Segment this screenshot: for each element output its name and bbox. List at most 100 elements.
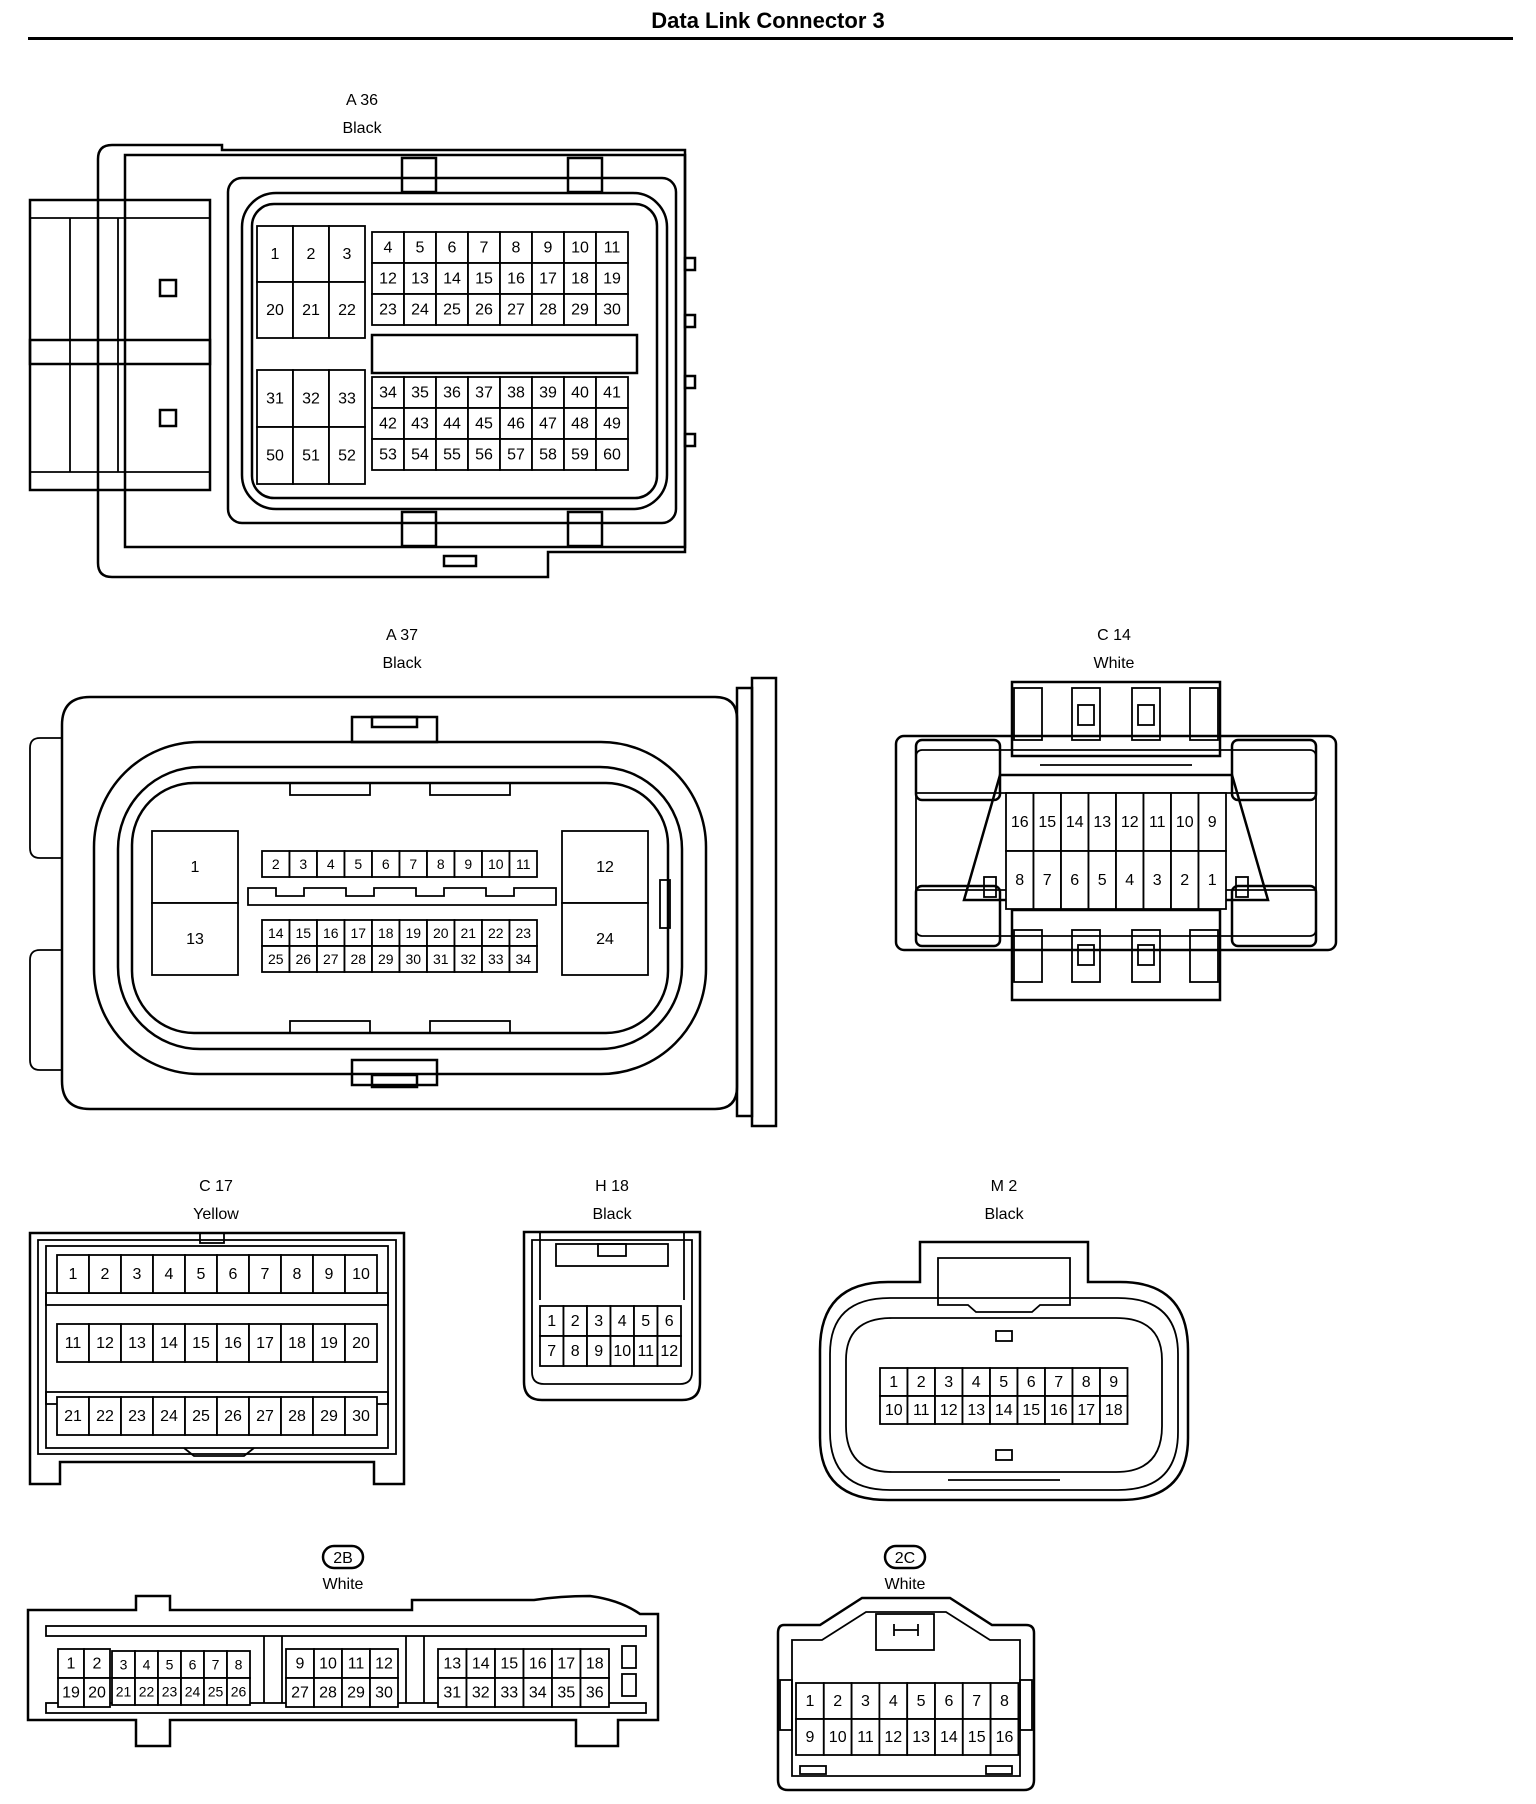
pin-number: 34 [515, 951, 531, 967]
pin-number: 24 [411, 302, 429, 319]
pin-number: 4 [618, 1313, 627, 1330]
pin-cell [878, 1718, 909, 1756]
pin-number: 10 [571, 240, 589, 257]
pin-cell [288, 850, 318, 878]
pin-number: 28 [350, 951, 366, 967]
pin-number: 48 [571, 416, 589, 433]
connector-housing [29, 676, 778, 1128]
pin-number: 36 [443, 385, 461, 402]
pin-number: 4 [1125, 872, 1134, 889]
connector-code: A 37 [386, 627, 418, 644]
pin-number: 5 [166, 1657, 174, 1673]
pin-number: 58 [539, 447, 557, 464]
pin-number: 29 [320, 1408, 338, 1425]
pin-number: 11 [604, 240, 621, 257]
pin-number: 13 [128, 1335, 146, 1352]
pin-number: 14 [472, 1656, 490, 1673]
pin-number: 20 [352, 1335, 370, 1352]
pin-number: 13 [186, 931, 204, 948]
pin-cell [906, 1395, 936, 1425]
pin-cell [595, 231, 629, 264]
pin-number: 12 [884, 1729, 902, 1746]
pin-number: 1 [69, 1266, 78, 1283]
pin-cell [934, 1395, 964, 1425]
pin-number: 4 [384, 240, 393, 257]
pin-number: 11 [913, 1402, 930, 1419]
pin-number: 20 [266, 302, 284, 319]
pin-number: 3 [343, 246, 352, 263]
pin-cell [531, 293, 565, 326]
pin-cell [435, 231, 469, 264]
pin-cell [398, 945, 428, 973]
pin-number: 19 [320, 1335, 338, 1352]
pin-number: 15 [968, 1729, 986, 1746]
connector-code: 2B [333, 1550, 353, 1567]
pin-cell [285, 1677, 315, 1708]
pin-number: 14 [995, 1402, 1013, 1419]
connector-code: A 36 [346, 92, 378, 109]
pin-number: 28 [319, 1685, 337, 1702]
pin-number: 30 [352, 1408, 370, 1425]
pin-number: 17 [256, 1335, 274, 1352]
pin-cell [1060, 792, 1090, 852]
pin-cell [371, 945, 401, 973]
pin-number: 2 [101, 1266, 110, 1283]
pin-number: 13 [1093, 814, 1111, 831]
pin-number: 56 [475, 447, 493, 464]
pin-number: 15 [192, 1335, 210, 1352]
connector-housing [522, 1230, 702, 1402]
pin-cell [312, 1396, 346, 1436]
pin-number: 10 [352, 1266, 370, 1283]
pin-number: 3 [1153, 872, 1162, 889]
pin-cell [508, 945, 538, 973]
pin-cell [1087, 850, 1117, 910]
pin-number: 7 [547, 1343, 556, 1360]
pin-cell [989, 1718, 1020, 1756]
connector-color: White [323, 1576, 364, 1593]
pin-number: 53 [379, 447, 397, 464]
pin-number: 27 [507, 302, 525, 319]
pin-number: 11 [857, 1729, 874, 1746]
pin-number: 15 [1038, 814, 1056, 831]
pin-number: 42 [379, 416, 397, 433]
pin-number: 9 [805, 1729, 814, 1746]
pin-number: 17 [557, 1656, 575, 1673]
pin-number: 32 [302, 391, 320, 408]
pin-cell [371, 850, 401, 878]
pin-number: 18 [1105, 1402, 1123, 1419]
pin-number: 3 [861, 1693, 870, 1710]
pin-cell [328, 369, 366, 428]
pin-cell [313, 1677, 343, 1708]
pin-cell [561, 830, 649, 904]
pin-cell [961, 1395, 991, 1425]
pin-number: 14 [940, 1729, 958, 1746]
pin-number: 16 [507, 271, 525, 288]
pin-cell [1032, 792, 1062, 852]
pin-cell [426, 850, 456, 878]
pin-cell [369, 1677, 399, 1708]
pin-number: 16 [323, 925, 339, 941]
pin-number: 21 [116, 1684, 132, 1700]
pin-cell [56, 1323, 90, 1363]
pin-number: 6 [1070, 872, 1079, 889]
pin-number: 27 [291, 1685, 309, 1702]
connector-color: Black [592, 1206, 632, 1223]
pin-cell [494, 1677, 525, 1708]
connector-code: H 18 [595, 1178, 629, 1195]
pin-number: 5 [641, 1313, 650, 1330]
pin-number: 40 [571, 385, 589, 402]
pin-cell [850, 1682, 881, 1720]
pin-number: 34 [529, 1685, 547, 1702]
pin-cell [344, 1323, 378, 1363]
pin-cell [989, 1395, 1019, 1425]
pin-number: 41 [603, 385, 621, 402]
